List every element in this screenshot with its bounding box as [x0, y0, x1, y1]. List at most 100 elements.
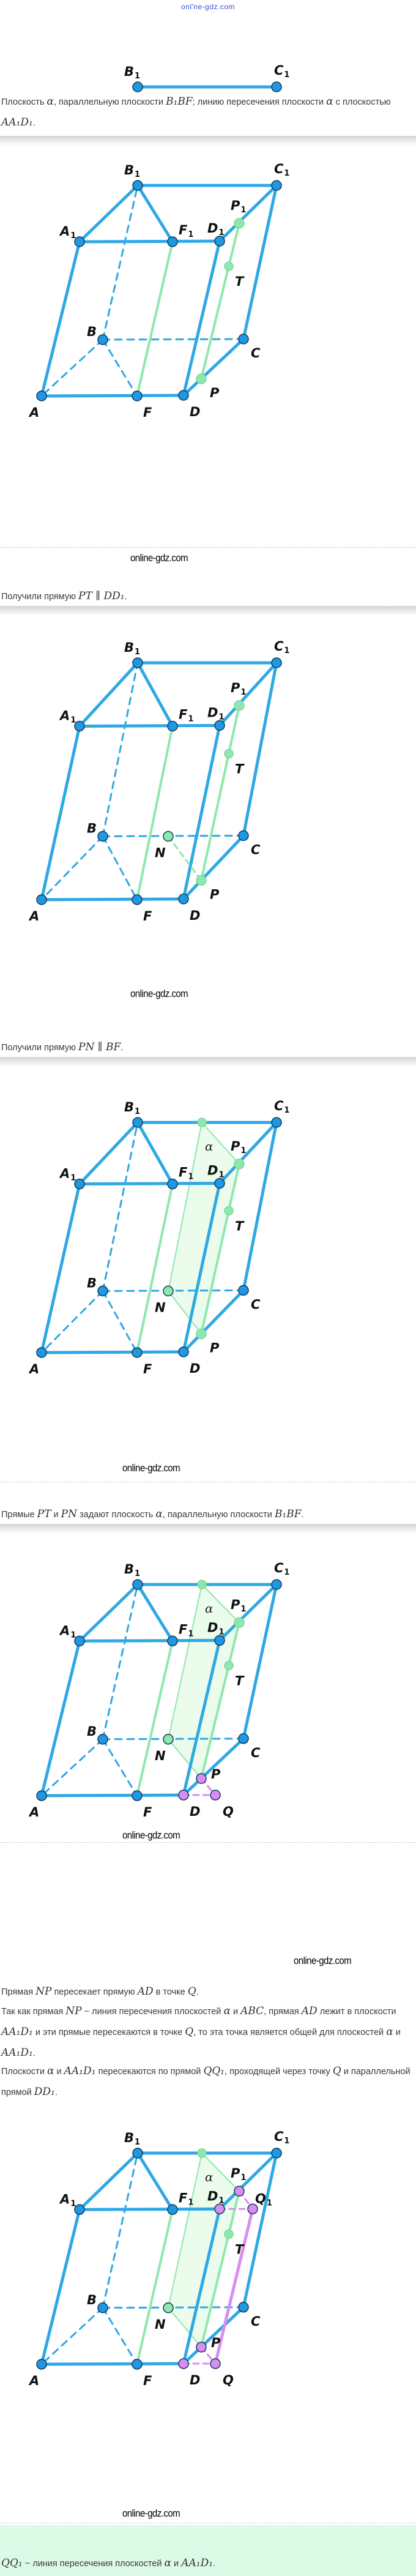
point-c1 — [271, 180, 282, 191]
hidden-edge — [102, 1583, 139, 1741]
point-label-f: F — [143, 2373, 152, 2388]
point-label-b1: B1 — [124, 163, 140, 179]
point-label-a: A — [28, 405, 39, 420]
paragraph-line-qq1: Плоскости α и AA₁D₁ пересекаются по прям… — [1, 2061, 415, 2103]
point-p1 — [234, 1159, 245, 1170]
prism-edge — [242, 184, 278, 341]
math-expression: α — [46, 2065, 54, 2077]
point-b — [97, 1285, 108, 1297]
math-expression: PN — [61, 1508, 77, 1520]
section-divider — [0, 606, 416, 616]
point-f — [132, 1347, 143, 1358]
dashed-divider — [0, 1842, 416, 1843]
text-segment: и эти прямые пересекаются в точке — [32, 2028, 185, 2037]
prism-edge — [78, 1181, 221, 1186]
construction-line — [200, 2190, 240, 2348]
text-segment: и — [393, 2028, 401, 2037]
construction-line — [136, 241, 174, 397]
watermark: online-gdz.com — [130, 988, 188, 1000]
plane-edge-line — [168, 1584, 202, 1740]
point-b1 — [132, 657, 143, 668]
point-f1 — [167, 2204, 178, 2216]
point-label-c1: C1 — [274, 1099, 289, 1115]
point-k — [197, 2148, 207, 2158]
point-label-p: P — [211, 1767, 221, 1782]
prism-edge — [136, 661, 174, 728]
text-segment: Получили прямую — [1, 592, 79, 602]
point-label-f: F — [143, 1362, 152, 1376]
hidden-edge — [102, 1289, 245, 1292]
math-expression: α — [46, 95, 54, 108]
text-segment: , параллельную плоскости — [162, 1510, 275, 1520]
math-expression: Q — [332, 2065, 341, 2077]
text-segment: . — [32, 118, 35, 128]
point-label-f1: F1 — [179, 707, 193, 724]
point-label-t: T — [235, 274, 245, 289]
point-d — [178, 1790, 189, 1801]
prism-edge — [136, 2151, 174, 2211]
text-segment: лежит в плоскости — [317, 2007, 396, 2017]
point-c — [238, 1285, 249, 1296]
watermark: online-gdz.com — [122, 1462, 180, 1474]
point-label-c: C — [251, 1745, 261, 1760]
point-label-p: P — [210, 1340, 220, 1355]
point-d — [178, 1346, 189, 1357]
math-expression: DD₁ — [34, 2086, 55, 2098]
point-c1 — [271, 2148, 282, 2159]
point-label-q: Q — [223, 2373, 234, 2387]
plane-edge-line — [168, 1290, 202, 1335]
point-a — [36, 2359, 47, 2370]
point-c1 — [271, 657, 282, 668]
hidden-edge — [102, 2306, 245, 2309]
text-segment: . — [196, 1987, 199, 1997]
plane-edge-line — [168, 1738, 202, 1779]
point-label-b1: B1 — [124, 1562, 140, 1578]
point-label-p1: P1 — [231, 2166, 246, 2182]
point-label-c1: C1 — [274, 63, 289, 80]
construction-line — [136, 725, 174, 901]
point-a1 — [74, 236, 85, 247]
prism-edge — [78, 723, 221, 728]
math-expression: α — [164, 2557, 172, 2569]
point-label-f: F — [143, 1805, 152, 1820]
construction-line — [200, 1162, 240, 1335]
prism-edge — [78, 1638, 221, 1643]
point-b1 — [132, 180, 143, 191]
math-expression: AA₁D₁ — [1, 2047, 33, 2059]
prism-edge — [218, 661, 278, 727]
prism-edge — [242, 1121, 278, 1292]
prism-edge — [182, 1638, 221, 1797]
point-label-f1: F1 — [179, 223, 193, 239]
point-p1 — [234, 1617, 245, 1628]
alpha-label: α — [205, 2170, 214, 2184]
point-d1 — [214, 2203, 225, 2215]
prism-edge — [78, 1121, 139, 1186]
point-label-a1: A1 — [59, 1167, 76, 1183]
point-n — [163, 2302, 174, 2313]
text-segment: в точке — [153, 1987, 188, 1997]
point-b1 — [132, 2148, 143, 2159]
point-a — [36, 894, 47, 905]
math-expression: AA₁D₁ — [1, 116, 33, 129]
point-label-b: B — [87, 1275, 97, 1290]
point-label-f1: F1 — [179, 1165, 193, 1182]
math-expression: AA₁D₁ — [181, 2557, 214, 2569]
point-b — [97, 2302, 108, 2313]
point-label-d: D — [190, 1804, 200, 1819]
point-label-d1: D1 — [207, 705, 224, 722]
answer-box — [0, 2525, 416, 2576]
point-label-c1: C1 — [274, 1561, 289, 1577]
text-segment: Получили прямую — [1, 1043, 79, 1053]
point-c1 — [271, 81, 282, 92]
prism-edge — [182, 2305, 245, 2365]
paragraph-answer: QQ₁ − линия пересечения плоскостей α и A… — [1, 2553, 415, 2574]
math-expression: B₁BF — [166, 95, 193, 108]
point-label-p1: P1 — [231, 198, 246, 215]
point-p — [196, 2342, 207, 2353]
point-t — [224, 1206, 234, 1216]
hidden-edge — [102, 1290, 138, 1354]
point-k — [197, 1118, 207, 1127]
point-label-q1: Q1 — [255, 2191, 272, 2208]
